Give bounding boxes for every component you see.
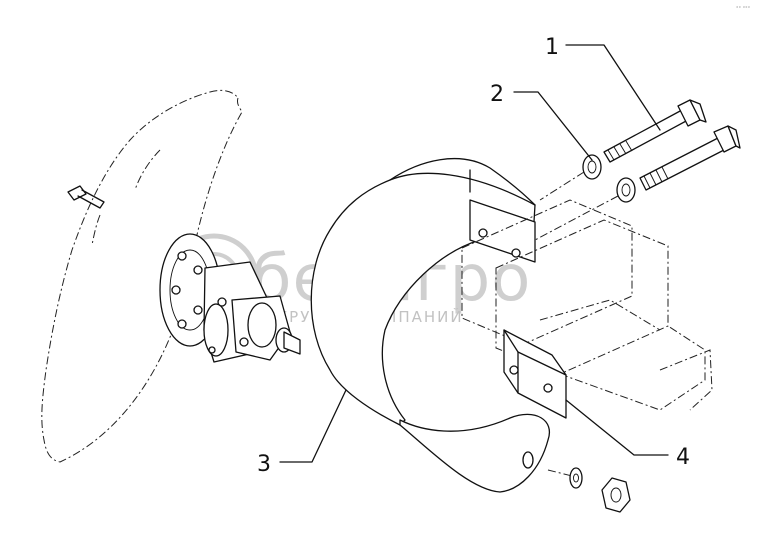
corner-tag: °° °°° bbox=[736, 6, 751, 12]
mounting-plate bbox=[503, 329, 567, 419]
small-bolt bbox=[67, 185, 105, 209]
callout-1: 1 bbox=[545, 35, 559, 60]
hub-assembly bbox=[159, 233, 301, 363]
callout-3: 3 bbox=[257, 452, 271, 477]
bolt-lower bbox=[639, 125, 741, 191]
leader-lines bbox=[279, 44, 669, 463]
callout-4: 4 bbox=[676, 445, 690, 470]
bolt-upper bbox=[603, 99, 707, 163]
disc-outline bbox=[41, 89, 243, 463]
scraper-bracket bbox=[310, 157, 551, 493]
washer-upper bbox=[582, 154, 602, 180]
callout-2: 2 bbox=[490, 82, 504, 107]
washer-lower bbox=[616, 177, 636, 203]
frame-beam-outline bbox=[461, 199, 713, 411]
hex-nut bbox=[601, 477, 631, 513]
washer-bottom bbox=[569, 467, 583, 489]
